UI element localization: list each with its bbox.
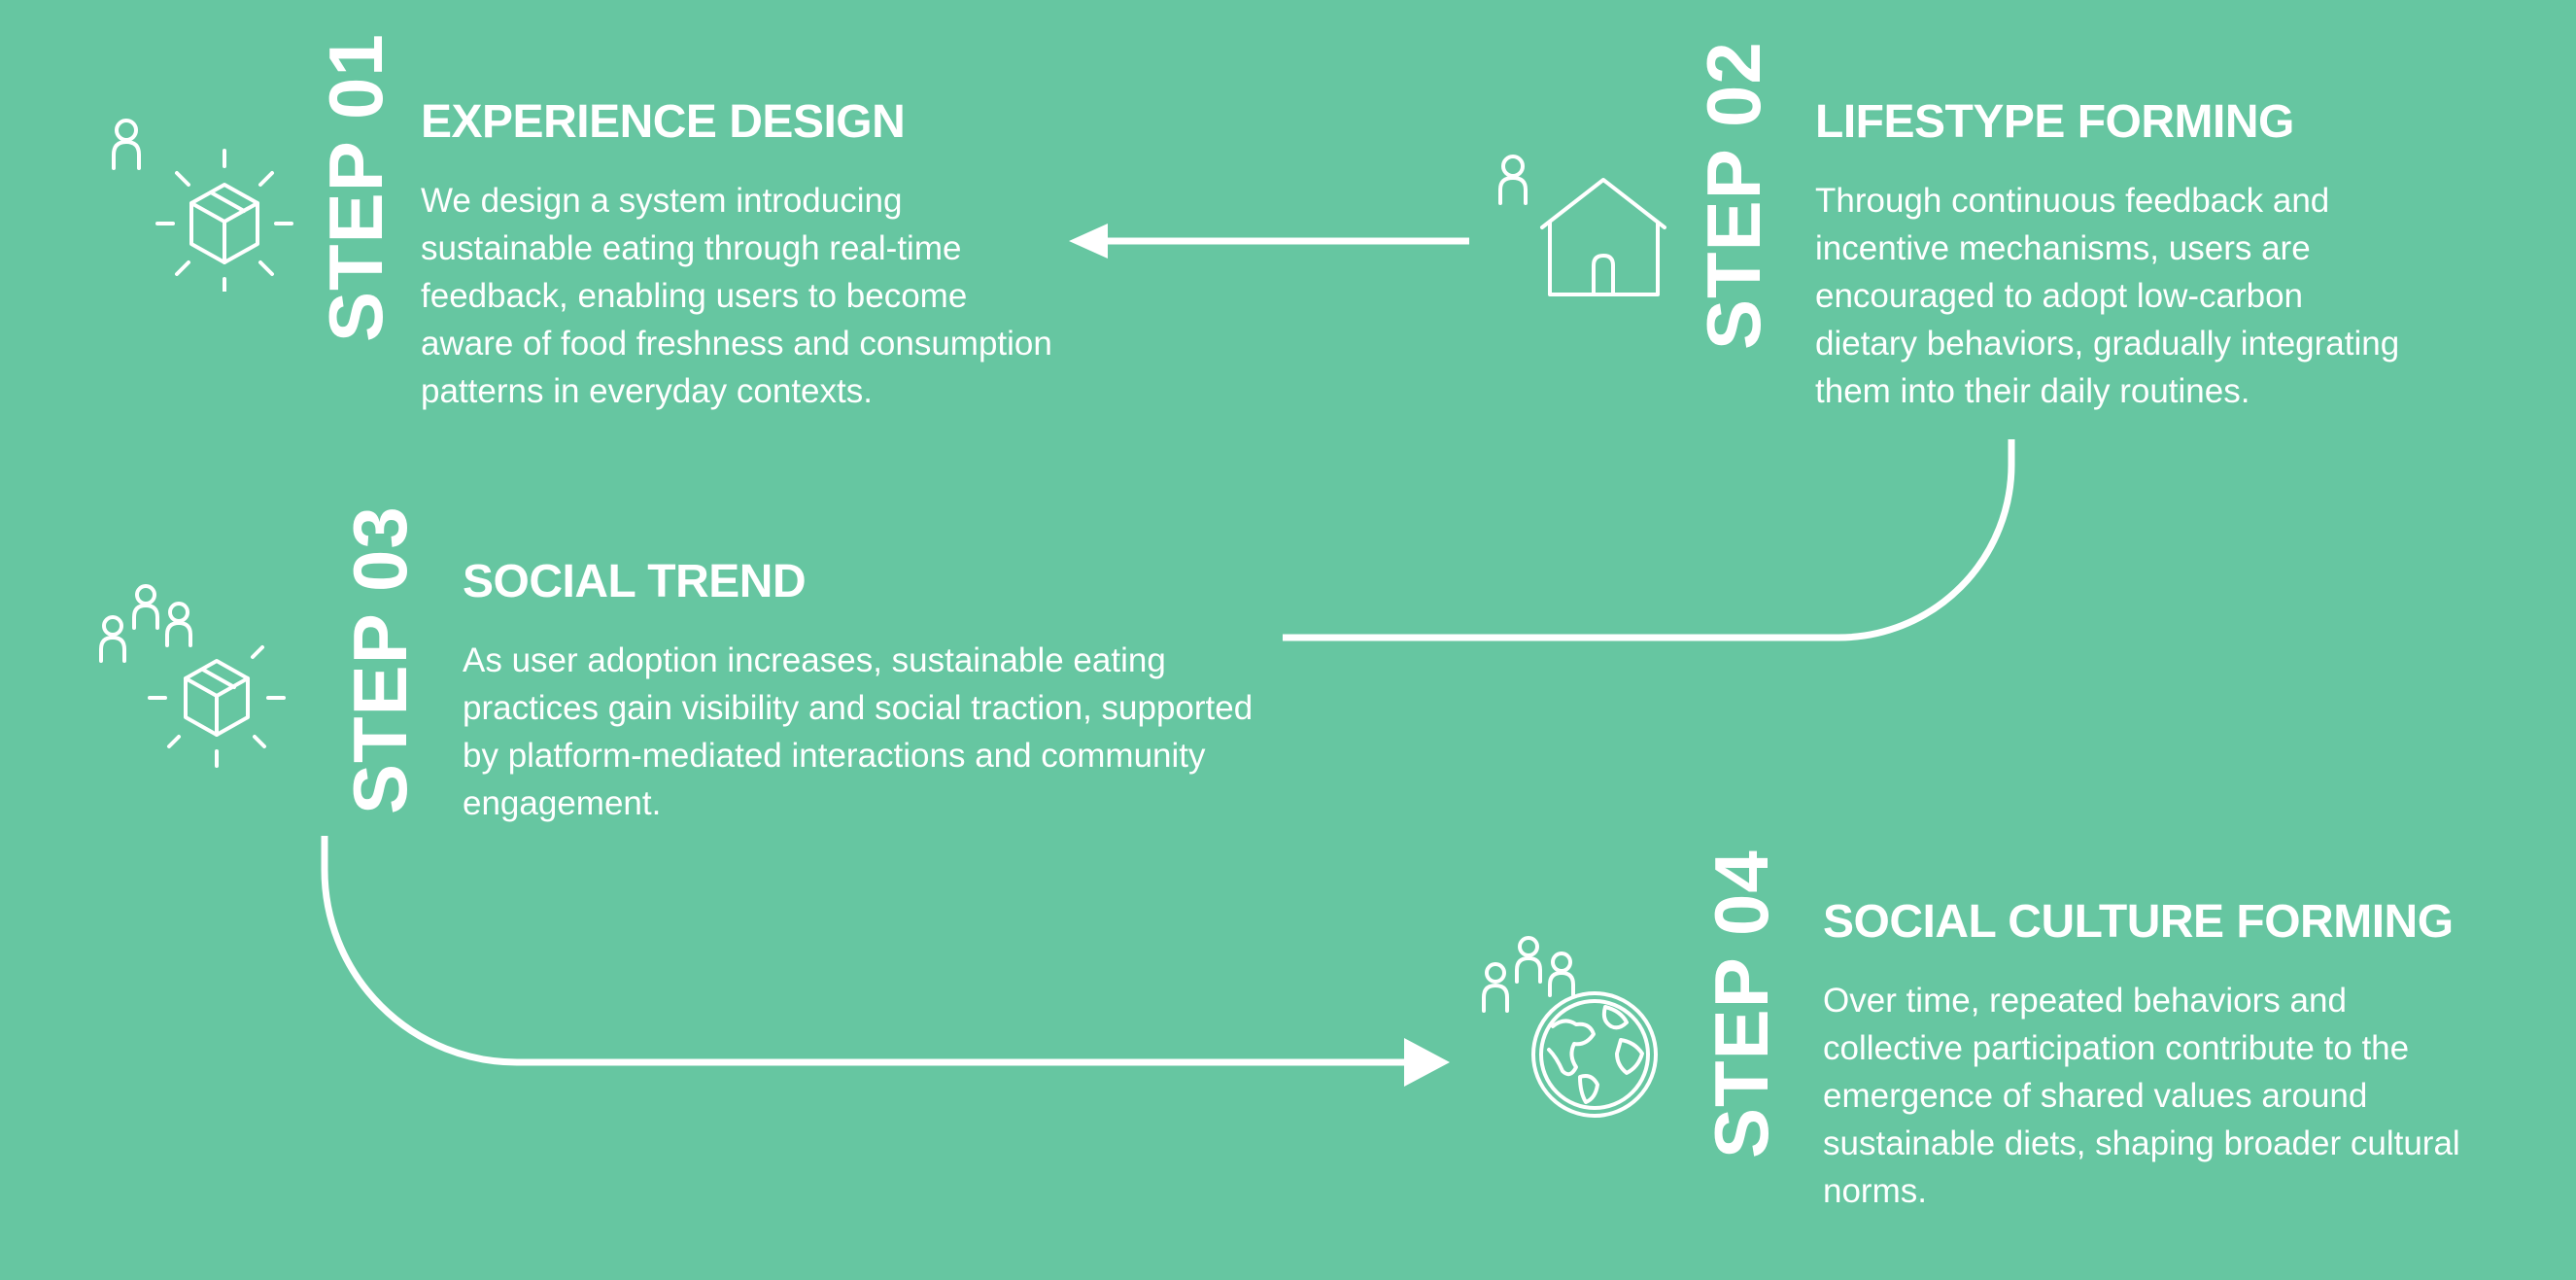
step-description: We design a system introducing sustainab… <box>421 177 1082 415</box>
box-icon <box>189 183 259 264</box>
sparkle-rays <box>155 149 293 296</box>
arrowhead-step4 <box>1404 1038 1450 1087</box>
step-description-line: Over time, repeated behaviors and <box>1823 982 2347 1020</box>
step-description-line: We design a system introducing <box>421 182 903 220</box>
connector-step3-to-step4 <box>321 836 1409 1066</box>
step-description-line: engagement. <box>463 784 662 822</box>
globe-icon <box>1531 991 1658 1118</box>
step-description-line: emergence of shared values around <box>1823 1077 2368 1115</box>
step-description-line: them into their daily routines. <box>1815 372 2250 410</box>
group-of-people-icon <box>1482 936 1575 1013</box>
box-icon <box>184 659 250 737</box>
group-globe-icon <box>1475 931 1666 1125</box>
step-title: EXPERIENCE DESIGN <box>421 96 906 148</box>
step-description-line: norms. <box>1823 1172 1927 1210</box>
step-number: STEP 02 <box>1691 41 1776 350</box>
step-description-line: feedback, enabling users to become <box>421 277 968 315</box>
step-title: SOCIAL TREND <box>463 556 807 607</box>
step-description-line: by platform-mediated interactions and co… <box>463 737 1206 775</box>
arrowhead-step1 <box>1069 224 1108 259</box>
step-description-line: encouraged to adopt low-carbon <box>1815 277 2304 315</box>
step-description-line: dietary behaviors, gradually integrating <box>1815 325 2400 363</box>
step-description-line: As user adoption increases, sustainable … <box>463 641 1166 679</box>
step-number: STEP 04 <box>1699 849 1784 1159</box>
step-description-line: Through continuous feedback and <box>1815 182 2330 220</box>
group-of-people-icon <box>99 584 192 663</box>
sparkle-rays <box>148 645 286 768</box>
connector-step2-to-step3 <box>1283 439 2015 641</box>
person-house-icon <box>1492 151 1676 306</box>
step-number: STEP 03 <box>337 505 423 814</box>
step-title: LIFESTYPE FORMING <box>1815 96 2294 148</box>
step-description: Through continuous feedback and incentiv… <box>1815 177 2476 415</box>
house-icon <box>1540 178 1666 296</box>
step-description: Over time, repeated behaviors and collec… <box>1823 977 2484 1215</box>
single-person-box-icon <box>97 112 306 296</box>
step-description-line: patterns in everyday contexts. <box>421 372 873 410</box>
step-description-line: sustainable eating through real-time <box>421 229 962 267</box>
step-number: STEP 01 <box>313 33 398 342</box>
person-icon <box>1498 155 1528 205</box>
step-title: SOCIAL CULTURE FORMING <box>1823 896 2454 948</box>
step-description-line: incentive mechanisms, users are <box>1815 229 2311 267</box>
person-icon <box>112 119 141 170</box>
step-description: As user adoption increases, sustainable … <box>463 637 1254 827</box>
group-box-icon <box>95 581 299 771</box>
step-description-line: sustainable diets, shaping broader cultu… <box>1823 1124 2460 1162</box>
step-description-line: aware of food freshness and consumption <box>421 325 1052 363</box>
step-description-line: practices gain visibility and social tra… <box>463 689 1254 727</box>
step-description-line: collective participation contribute to t… <box>1823 1029 2410 1067</box>
